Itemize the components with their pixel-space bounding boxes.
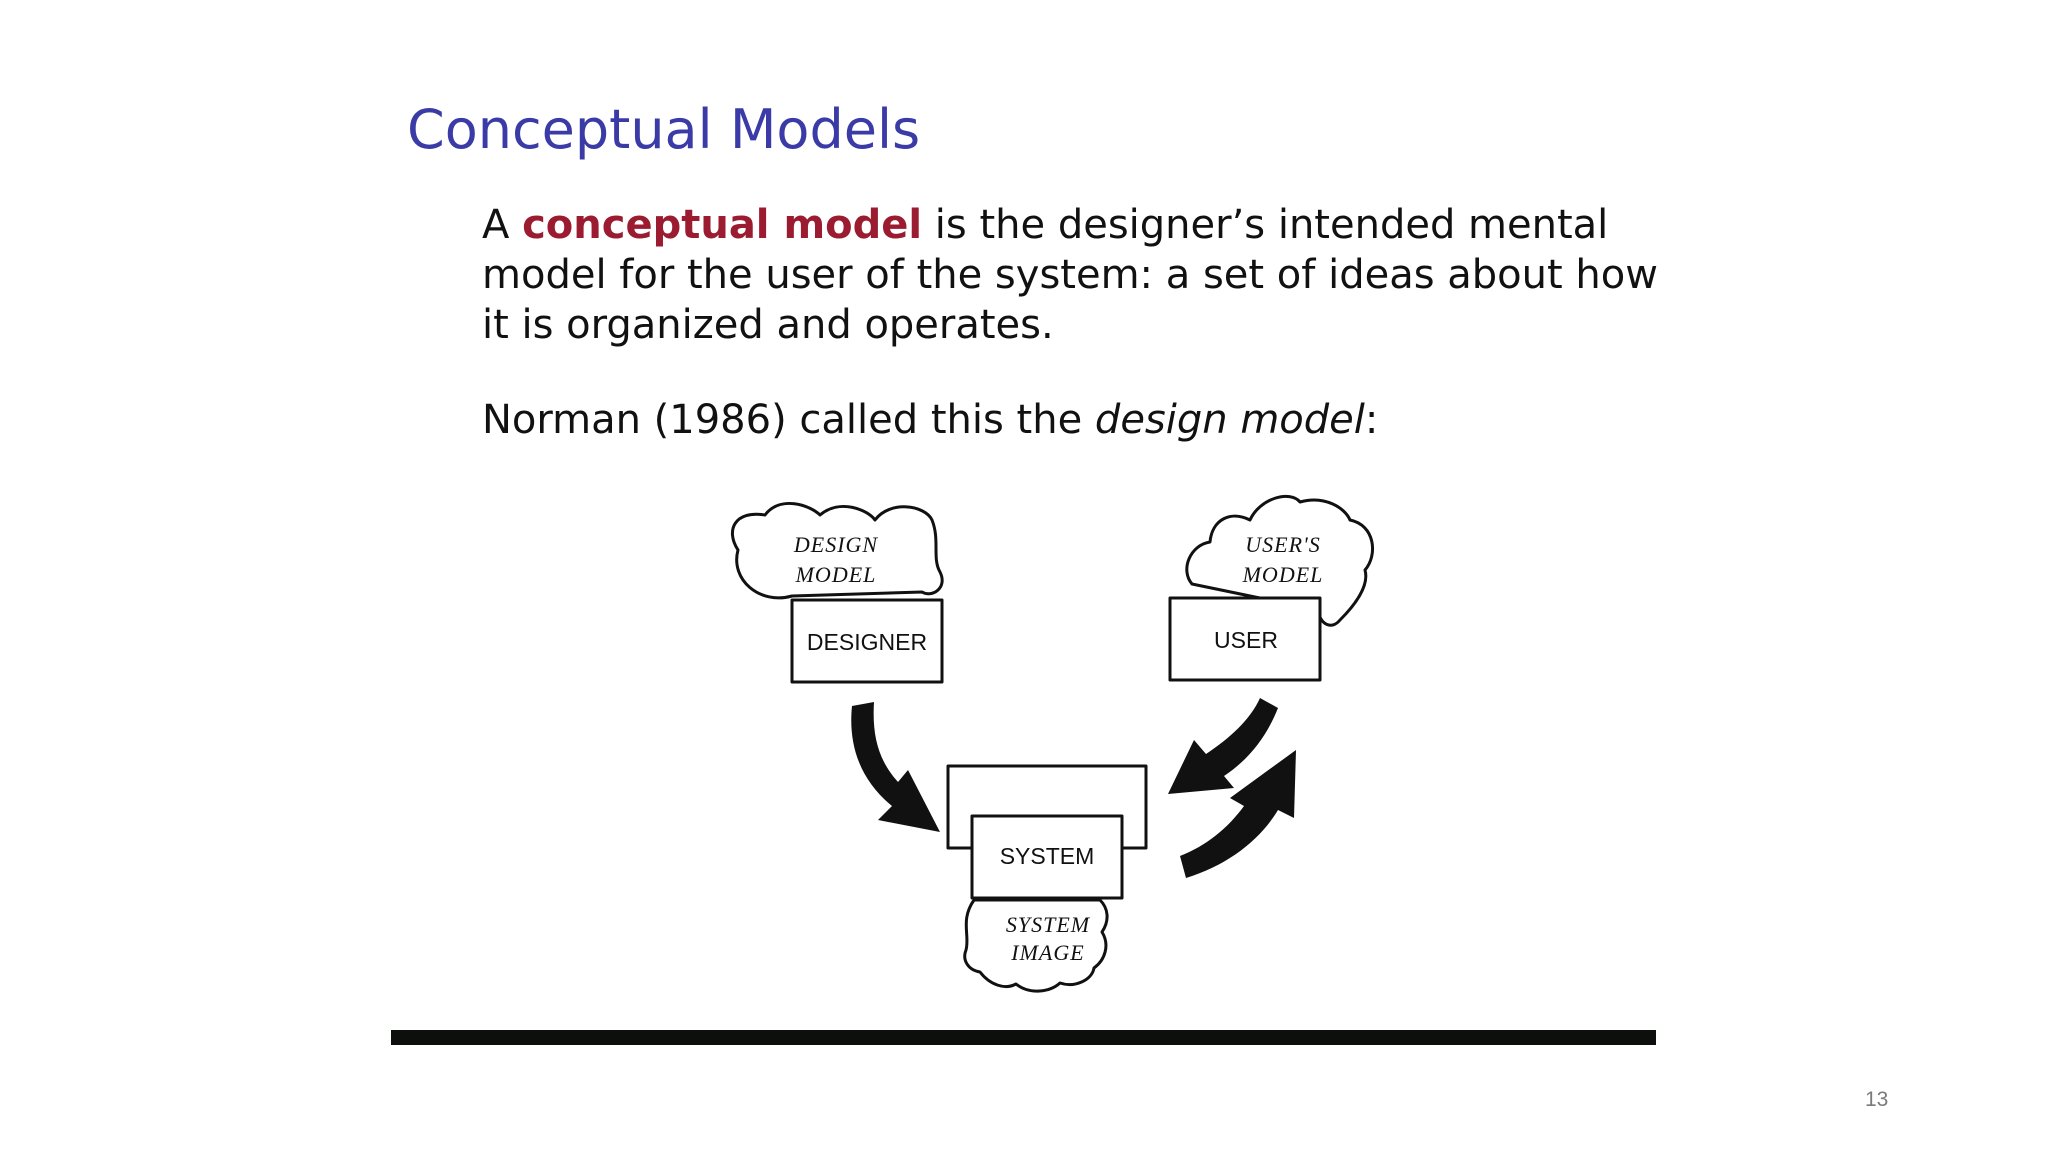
- user-to-system-arrow: [1180, 750, 1296, 878]
- design-model-diagram: DESIGN MODEL USER'S MODEL DESIGNER USER …: [731, 494, 1374, 993]
- slide-title: Conceptual Models: [407, 98, 921, 161]
- bottom-divider-bar: [391, 1030, 1656, 1045]
- design-model-label-line2: MODEL: [795, 562, 877, 587]
- definition-paragraph: A conceptual model is the designer’s int…: [482, 200, 1682, 350]
- users-model-label-line1: USER'S: [1245, 532, 1320, 557]
- norman-prefix: Norman (1986) called this the: [482, 397, 1095, 443]
- designer-to-system-arrow: [851, 702, 940, 832]
- definition-prefix: A: [482, 202, 523, 248]
- system-to-user-arrow: [1168, 698, 1278, 794]
- conceptual-model-term: conceptual model: [522, 202, 923, 248]
- slide-body: A conceptual model is the designer’s int…: [482, 200, 1742, 445]
- designer-label: DESIGNER: [807, 629, 927, 655]
- system-box: [970, 814, 1124, 900]
- system-label: SYSTEM: [1000, 843, 1095, 869]
- definition-rest: is the designer’s intended mental model …: [482, 202, 1658, 348]
- page-number: 13: [1865, 1088, 1889, 1111]
- system-image-cloud: [963, 898, 1109, 993]
- users-model-cloud: [1185, 494, 1374, 627]
- design-model-emphasis: design model: [1094, 397, 1365, 443]
- users-model-label-line2: MODEL: [1242, 562, 1324, 587]
- user-box: [1168, 596, 1322, 682]
- design-model-cloud: [731, 501, 944, 600]
- user-label: USER: [1214, 627, 1278, 653]
- design-model-label-line1: DESIGN: [793, 532, 879, 557]
- norman-paragraph: Norman (1986) called this the design mod…: [482, 395, 1742, 445]
- norman-suffix: :: [1364, 397, 1379, 443]
- system-image-label-line2: IMAGE: [1010, 940, 1084, 965]
- designer-box: [790, 598, 944, 684]
- system-image-label-line1: SYSTEM: [1006, 912, 1091, 937]
